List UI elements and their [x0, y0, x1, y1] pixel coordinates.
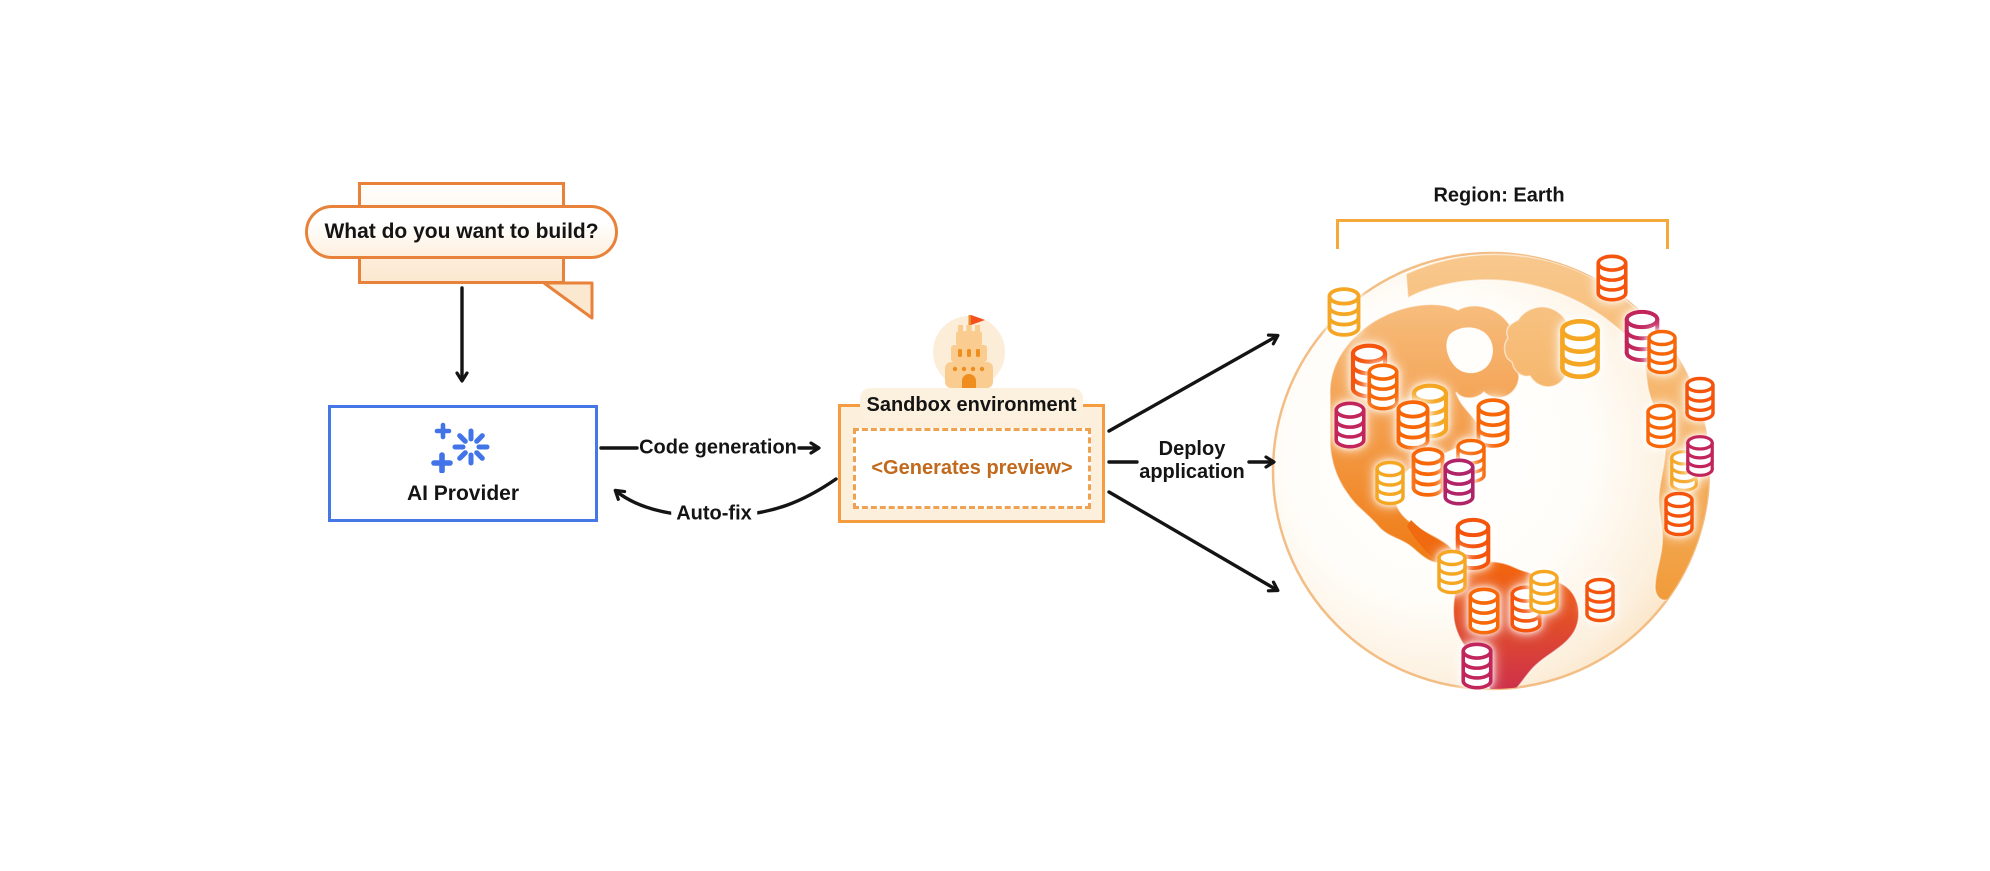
ai-provider-label: AI Provider	[406, 482, 520, 505]
arrow-deploy-bottom	[1107, 490, 1280, 593]
region-bracket	[1336, 219, 1669, 249]
auto-fix-label: Auto-fix	[671, 502, 757, 526]
sandbox-preview-text: <Generates preview>	[871, 457, 1073, 479]
sandcastle-icon	[945, 315, 993, 388]
deploy-application-label: Deploy application	[1139, 438, 1245, 484]
hudson-bay	[1446, 327, 1493, 374]
arrow-deploy-top	[1107, 333, 1280, 433]
deploy-label-line1: Deploy	[1158, 438, 1226, 460]
ai-provider-box: AI Provider	[328, 405, 598, 522]
sandbox-title-band: Sandbox environment	[860, 388, 1083, 422]
deploy-label-line2: application	[1139, 461, 1245, 483]
prompt-bubble: What do you want to build?	[305, 205, 618, 259]
sandbox-title: Sandbox environment	[866, 393, 1077, 416]
sandbox-preview-box: <Generates preview>	[853, 428, 1091, 509]
ai-sparkle-spinner-icon	[431, 422, 490, 473]
region-earth-label: Region: Earth	[1433, 184, 1565, 207]
earth-globe	[1271, 251, 1711, 691]
continent-greenland	[1503, 306, 1577, 388]
code-generation-label: Code generation	[639, 436, 797, 459]
prompt-bubble-tail	[542, 281, 594, 320]
prompt-bubble-text: What do you want to build?	[324, 220, 599, 243]
